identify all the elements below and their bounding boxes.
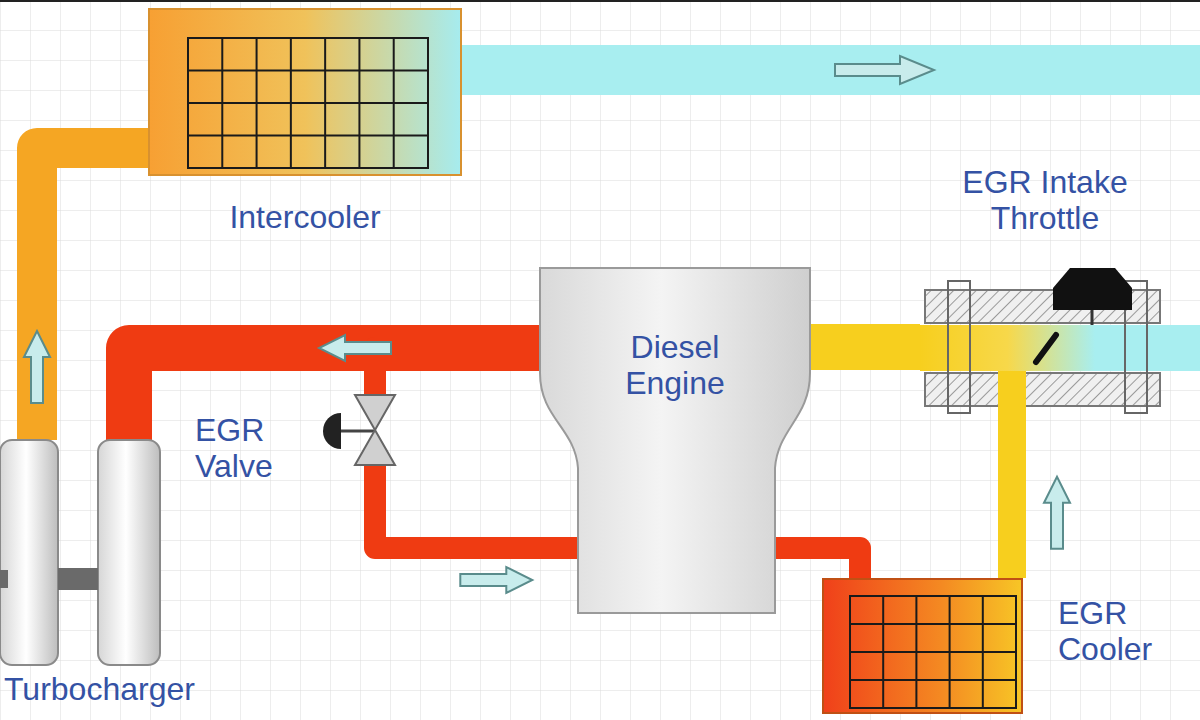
intake-pipe — [1166, 325, 1200, 371]
intake-throttle: EGR Intake Throttle — [920, 165, 1170, 415]
flow-arrow — [319, 335, 391, 361]
pipe — [810, 324, 920, 370]
part-label: EGR Cooler — [1058, 596, 1193, 668]
diesel-engine: Diesel Engine — [540, 268, 810, 613]
egr-cooler: EGR Cooler — [822, 578, 1200, 720]
part-label: EGR Intake Throttle — [920, 165, 1170, 237]
flow-arrow — [1044, 477, 1070, 549]
flow-arrow — [835, 56, 934, 84]
part-label: EGR Valve — [195, 413, 310, 485]
pipe — [375, 348, 540, 395]
flow-arrow — [24, 331, 50, 403]
intercooler: Intercooler — [148, 8, 462, 248]
part-label: Diesel Engine — [580, 330, 770, 402]
intake-pipe — [458, 45, 1200, 95]
egr-valve: EGR Valve — [195, 395, 400, 495]
part-label: Turbocharger — [4, 672, 195, 708]
part-label: Intercooler — [148, 200, 462, 236]
pipe — [998, 415, 1026, 578]
diesel-engine-shape — [540, 268, 810, 613]
flow-arrow — [460, 567, 532, 593]
turbocharger: Turbocharger — [0, 440, 200, 720]
